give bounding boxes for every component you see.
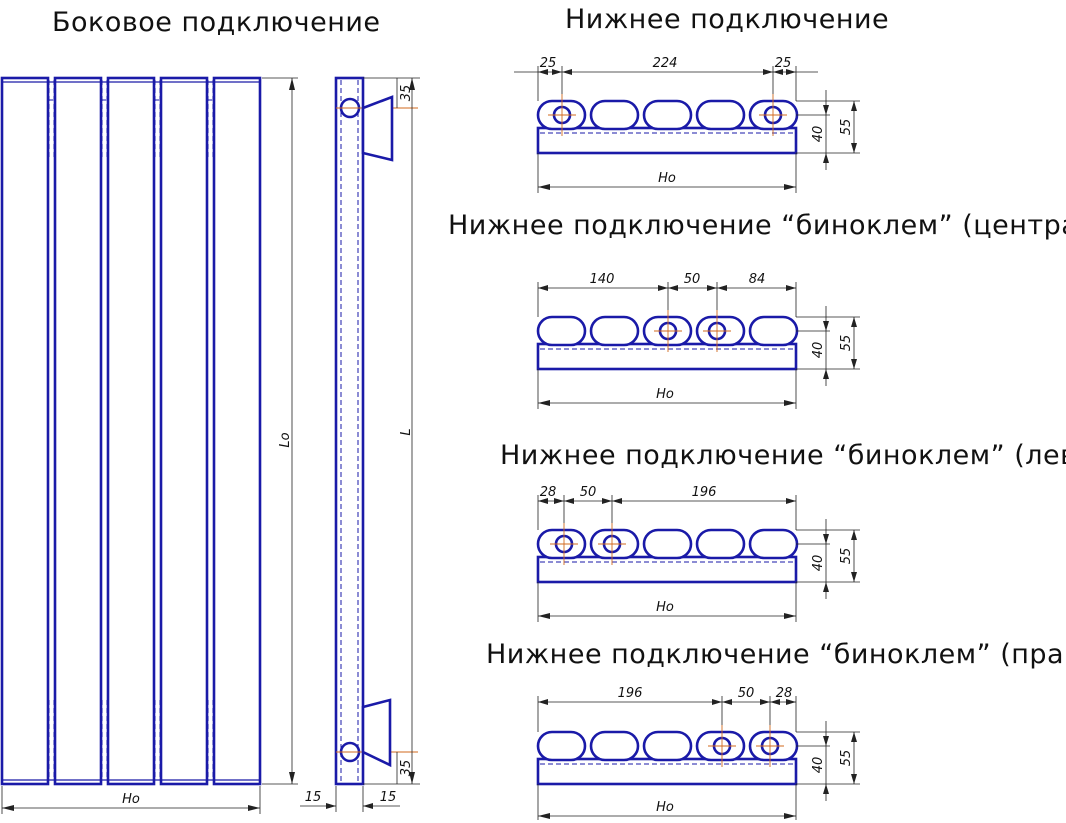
label-15-left: 15 <box>305 790 322 805</box>
dim-50-left: 50 <box>580 485 597 500</box>
title-side-connection: Боковое подключение <box>52 7 381 38</box>
label-35-bottom: 35 <box>399 760 414 777</box>
dim-224: 224 <box>653 56 678 71</box>
dim-55-right: 55 <box>839 750 854 767</box>
radiator-front-view <box>0 76 262 786</box>
title-bottom-connection: Нижнее подключение <box>565 4 889 35</box>
dimension-15-widths: 15 15 <box>300 786 400 812</box>
dim-50-center: 50 <box>684 272 701 287</box>
title-binocle-right: Нижнее подключение “биноклем” (правое) <box>486 639 1066 670</box>
radiator-profile-view <box>334 76 418 786</box>
dim-25-left: 25 <box>540 56 557 71</box>
dim-ho-1: Ho <box>658 171 676 186</box>
dim-ho-3: Ho <box>656 600 674 615</box>
dim-ho-4: Ho <box>656 800 674 815</box>
bottom-view-binocle-left: 28 50 196 40 55 Ho <box>536 485 860 622</box>
dim-196-right: 196 <box>618 686 643 701</box>
dim-40: 40 <box>811 126 826 143</box>
dim-40-center: 40 <box>811 342 826 359</box>
label-35-top: 35 <box>399 85 414 102</box>
dim-28-left: 28 <box>540 485 557 500</box>
label-ho-side: Ho <box>122 792 140 807</box>
dimension-lo: Lo <box>262 77 298 785</box>
dim-55: 55 <box>839 119 854 136</box>
title-binocle-left: Нижнее подключение “биноклем” (левое) <box>500 440 1066 471</box>
dimension-35-top: 35 <box>396 78 414 108</box>
dim-40-left: 40 <box>811 555 826 572</box>
dim-140: 140 <box>590 272 615 287</box>
dimension-35-bottom: 35 <box>396 752 414 784</box>
dim-196-left: 196 <box>692 485 717 500</box>
dimension-l: L <box>363 77 420 785</box>
dim-50-right: 50 <box>738 686 755 701</box>
dim-84: 84 <box>749 272 766 287</box>
dimension-ho-side: Ho <box>1 786 261 814</box>
dim-28-right: 28 <box>776 686 793 701</box>
bottom-view-standard: 25 224 25 40 55 Ho <box>514 56 860 193</box>
dim-55-left: 55 <box>839 548 854 565</box>
dim-40-right: 40 <box>811 757 826 774</box>
dim-25-right: 25 <box>775 56 792 71</box>
label-l: L <box>399 428 414 435</box>
dim-55-center: 55 <box>839 335 854 352</box>
title-binocle-center: Нижнее подключение “биноклем” (центральн… <box>448 210 1066 241</box>
label-15-right: 15 <box>380 790 397 805</box>
bottom-view-binocle-center: 140 50 84 40 55 Ho <box>536 272 860 409</box>
dim-ho-2: Ho <box>656 387 674 402</box>
bottom-view-binocle-right: 196 50 28 40 55 Ho <box>536 686 860 820</box>
label-lo: Lo <box>278 432 293 447</box>
